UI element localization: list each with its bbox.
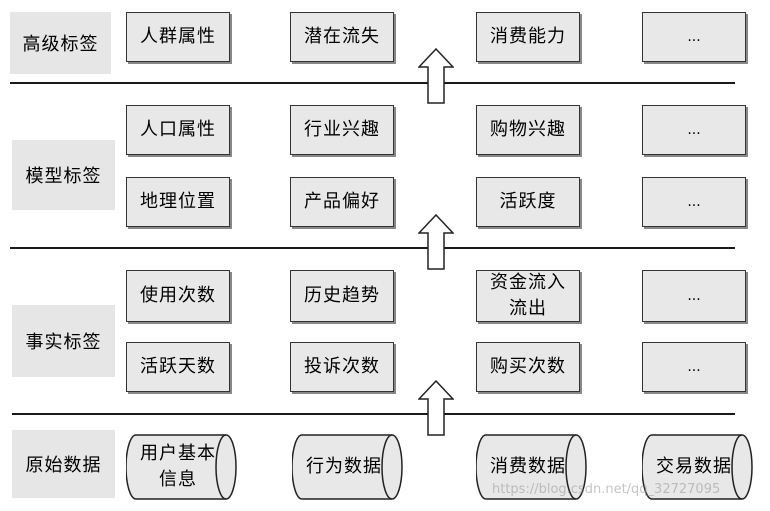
tag-box: 购买次数 bbox=[476, 342, 580, 392]
tag-box: 使用次数 bbox=[126, 270, 230, 322]
layer-label-advanced: 高级标签 bbox=[10, 12, 111, 74]
up-arrow-icon bbox=[418, 214, 454, 270]
tag-box: 活跃度 bbox=[476, 177, 580, 227]
up-arrow-icon bbox=[418, 48, 454, 104]
tag-box: 产品偏好 bbox=[290, 177, 394, 227]
more-box: ... bbox=[642, 177, 746, 227]
tag-box: 资金流入 流出 bbox=[476, 270, 580, 322]
layer-separator bbox=[10, 247, 735, 249]
tag-box: 购物兴趣 bbox=[476, 105, 580, 155]
database-cylinder-icon bbox=[126, 434, 237, 500]
more-box: ... bbox=[642, 270, 746, 322]
raw-data-label: 消费数据 bbox=[490, 456, 566, 477]
raw-data-label: 用户基本 信息 bbox=[140, 443, 216, 490]
tag-box: 行业兴趣 bbox=[290, 105, 394, 155]
layer-separator bbox=[10, 82, 735, 84]
up-arrow-icon bbox=[418, 380, 454, 436]
more-box: ... bbox=[642, 12, 746, 62]
watermark: https://blog.csdn.net/qq_32727095 bbox=[492, 482, 721, 497]
database-cylinder-icon bbox=[642, 434, 753, 500]
raw-data-label: 行为数据 bbox=[306, 456, 382, 477]
tag-box: 人口属性 bbox=[126, 105, 230, 155]
tag-box: 消费能力 bbox=[476, 12, 580, 62]
layer-label-fact: 事实标签 bbox=[12, 305, 115, 377]
tag-box: 潜在流失 bbox=[290, 12, 394, 62]
more-box: ... bbox=[642, 342, 746, 392]
tag-box: 投诉次数 bbox=[290, 342, 394, 392]
tag-box: 人群属性 bbox=[126, 12, 230, 62]
layer-separator bbox=[12, 413, 735, 415]
layer-label-raw: 原始数据 bbox=[12, 430, 115, 498]
database-cylinder-icon bbox=[292, 434, 403, 500]
more-box: ... bbox=[642, 105, 746, 155]
database-cylinder-icon bbox=[476, 434, 587, 500]
layer-label-model: 模型标签 bbox=[12, 140, 115, 210]
tag-box: 历史趋势 bbox=[290, 270, 394, 322]
raw-data-label: 交易数据 bbox=[656, 456, 732, 477]
tag-box: 活跃天数 bbox=[126, 342, 230, 392]
tag-box: 地理位置 bbox=[126, 177, 230, 227]
